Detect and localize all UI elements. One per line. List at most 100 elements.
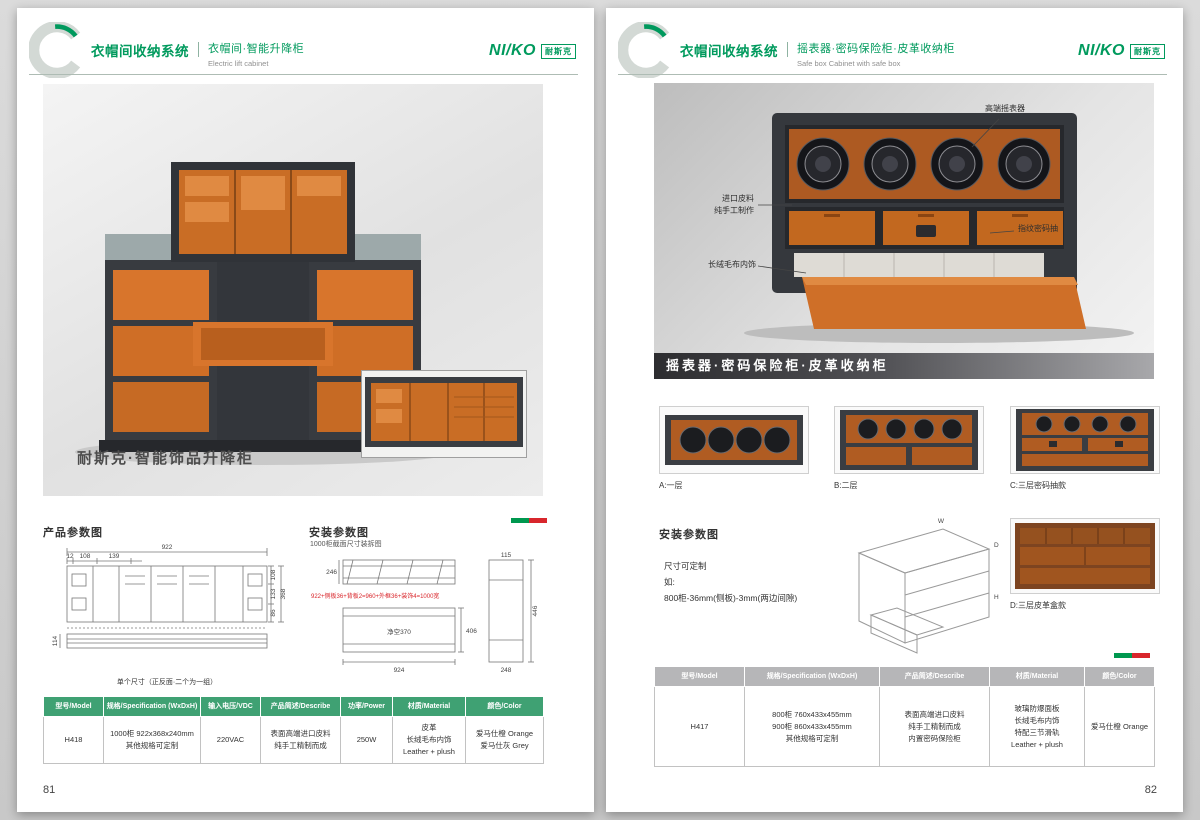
dim-clearance: 净空370 [387, 627, 411, 636]
dim-seg2: 108 [80, 553, 91, 560]
nisko-logo-cn: 耐斯克 [541, 43, 576, 59]
col-color: 颜色/Color [1084, 665, 1155, 688]
spec-table: 型号/Model 规格/Specification (WxDxH) 产品简述/D… [654, 665, 1155, 768]
nisko-logo: NI/KO 耐斯克 [1078, 42, 1165, 60]
header-rule [618, 74, 1167, 75]
header-rule [29, 74, 578, 75]
cell-color: 爱马仕橙 Orange 爱马仕灰 Grey [465, 716, 544, 765]
accent-red [1132, 653, 1150, 658]
iso-wireframe-drawing: W D H [857, 518, 999, 654]
table-row: H418 1000柜 922x368x240mm 其他规格可定制 220VAC … [43, 716, 544, 765]
annotation-fingerprint: 指纹密码抽 [1018, 224, 1058, 233]
nisko-logo-text: NI/KO [1078, 42, 1125, 59]
cell-spec: 800柜 760x433x455mm 900柜 860x433x455mm 其他… [744, 686, 880, 768]
system-title: 衣帽间收纳系统 [91, 44, 189, 59]
dim-right2: 133 [270, 588, 277, 599]
product-photo: 高端摇表器 进口皮料 纯手工制作 指纹密码抽 长绒毛布内饰 [654, 83, 1154, 353]
thumb-d [1010, 518, 1160, 594]
product-photo: 耐斯克·智能饰品升降柜 [43, 84, 543, 496]
col-material: 材质/Material [989, 665, 1085, 688]
dim-top-profile: 246 [326, 569, 337, 576]
col-material: 材质/Material [392, 695, 466, 718]
dim-total-width: 922 [162, 544, 173, 551]
dim-seg3: 139 [109, 553, 120, 560]
dim-bottom-width: 924 [394, 667, 405, 674]
accent-green [511, 518, 529, 523]
cell-color: 爱马仕橙 Orange [1084, 686, 1155, 768]
col-voltage: 输入电压/VDC [200, 695, 261, 718]
category-subtitle-en: Safe box Cabinet with safe box [797, 59, 901, 68]
col-color: 颜色/Color [465, 695, 544, 718]
cell-model: H418 [43, 716, 104, 765]
accent-red [529, 518, 547, 523]
cell-voltage: 220VAC [200, 716, 261, 765]
inset-illustration [365, 377, 523, 447]
dim-col-right: 446 [532, 605, 539, 616]
width-formula: 922+侧板36+背板2=960+外框36+装饰4=1000宽 [311, 592, 439, 600]
col-spec: 规格/Specification (WxDxH) [744, 665, 880, 688]
custom-size-note: 尺寸可定制 如: 800柜-36mm(侧板)-3mm(两边间隙) [664, 561, 798, 604]
detail-inset [361, 370, 527, 458]
dim-right3: 86 [270, 609, 277, 617]
system-title: 衣帽间收纳系统 [680, 44, 778, 59]
col-describe: 产品简述/Describe [879, 665, 990, 688]
category-title: 摇表器·密码保险柜·皮革收纳柜 [797, 43, 955, 55]
cell-power: 250W [340, 716, 393, 765]
axis-h: H [994, 594, 999, 601]
c-emblem-icon [29, 22, 81, 78]
dim-depth: 406 [466, 628, 477, 635]
thumb-c [1010, 406, 1160, 474]
dim-profile-height: 114 [52, 635, 59, 646]
thumb-b [834, 406, 984, 474]
cell-describe: 表面高端进口皮料 纯手工精制而成 内置密码保险柜 [879, 686, 990, 768]
axis-w: W [938, 518, 945, 525]
cell-model: H417 [654, 686, 745, 768]
header-divider [198, 42, 199, 57]
nisko-logo: NI/KO 耐斯克 [489, 42, 576, 60]
product-dimension-drawing: 922 12 108 139 108 133 86 368 114 单个尺寸（正… [52, 544, 287, 686]
thumb-b-illustration [840, 410, 978, 470]
install-dimension-drawing: 246 922+侧板36+背板2=960+外框36+装饰4=1000宽 净空37… [311, 552, 539, 674]
dim-col-top: 115 [501, 552, 512, 559]
col-describe: 产品简述/Describe [260, 695, 341, 718]
nisko-logo-text: NI/KO [489, 42, 536, 59]
dim-right1: 108 [270, 569, 277, 580]
cell-spec: 1000柜 922x368x240mm 其他规格可定制 [103, 716, 201, 765]
install-params-subtitle: 1000柜截面尺寸装拆图 [310, 541, 382, 548]
annotation-winder: 高端摇表器 [985, 104, 1025, 113]
dim-seg1: 12 [66, 553, 74, 560]
axis-d: D [994, 542, 999, 549]
accent-flag [511, 518, 547, 523]
cell-material: 玻璃防爆面板 长绒毛布内饰 特配三节滑轨 Leather + plush [989, 686, 1085, 768]
thumb-a-label: A:一层 [659, 481, 683, 490]
annotation-plush: 长绒毛布内饰 [708, 260, 756, 269]
page-82: 衣帽间收纳系统 摇表器·密码保险柜·皮革收纳柜 Safe box Cabinet… [606, 8, 1183, 812]
page-header: 衣帽间收纳系统 衣帽间·智能升降柜 Electric lift cabinet [91, 40, 304, 68]
dim-right-total: 368 [280, 588, 287, 599]
accent-flag [1114, 653, 1150, 658]
thumb-b-label: B:二层 [834, 481, 858, 490]
thumb-c-illustration [1016, 409, 1154, 471]
col-spec: 规格/Specification (WxDxH) [103, 695, 201, 718]
safe-cabinet-illustration [744, 113, 1134, 343]
accent-green [1114, 653, 1132, 658]
table-header-row: 型号/Model 规格/Specification (WxDxH) 输入电压/V… [43, 695, 544, 718]
thumb-d-label: D:三层皮革盒款 [1010, 601, 1066, 610]
hero-caption-bar: 摇表器·密码保险柜·皮革收纳柜 [654, 353, 1154, 379]
thumb-d-illustration [1015, 523, 1155, 589]
dim-col-bottom: 248 [501, 667, 512, 674]
c-emblem-icon [618, 22, 670, 78]
nisko-logo-cn: 耐斯克 [1130, 43, 1165, 59]
thumb-a [659, 406, 809, 474]
install-params-title: 安装参数图 [659, 529, 719, 541]
col-power: 功率/Power [340, 695, 393, 718]
thumb-a-illustration [665, 415, 803, 465]
install-params-title: 安装参数图 [309, 527, 369, 539]
cell-material: 皮革 长绒毛布内饰 Leather + plush [392, 716, 466, 765]
table-header-row: 型号/Model 规格/Specification (WxDxH) 产品简述/D… [654, 665, 1155, 688]
col-model: 型号/Model [43, 695, 104, 718]
category-title: 衣帽间·智能升降柜 [208, 43, 305, 55]
page-number: 82 [1144, 784, 1157, 796]
header-divider [787, 42, 788, 57]
